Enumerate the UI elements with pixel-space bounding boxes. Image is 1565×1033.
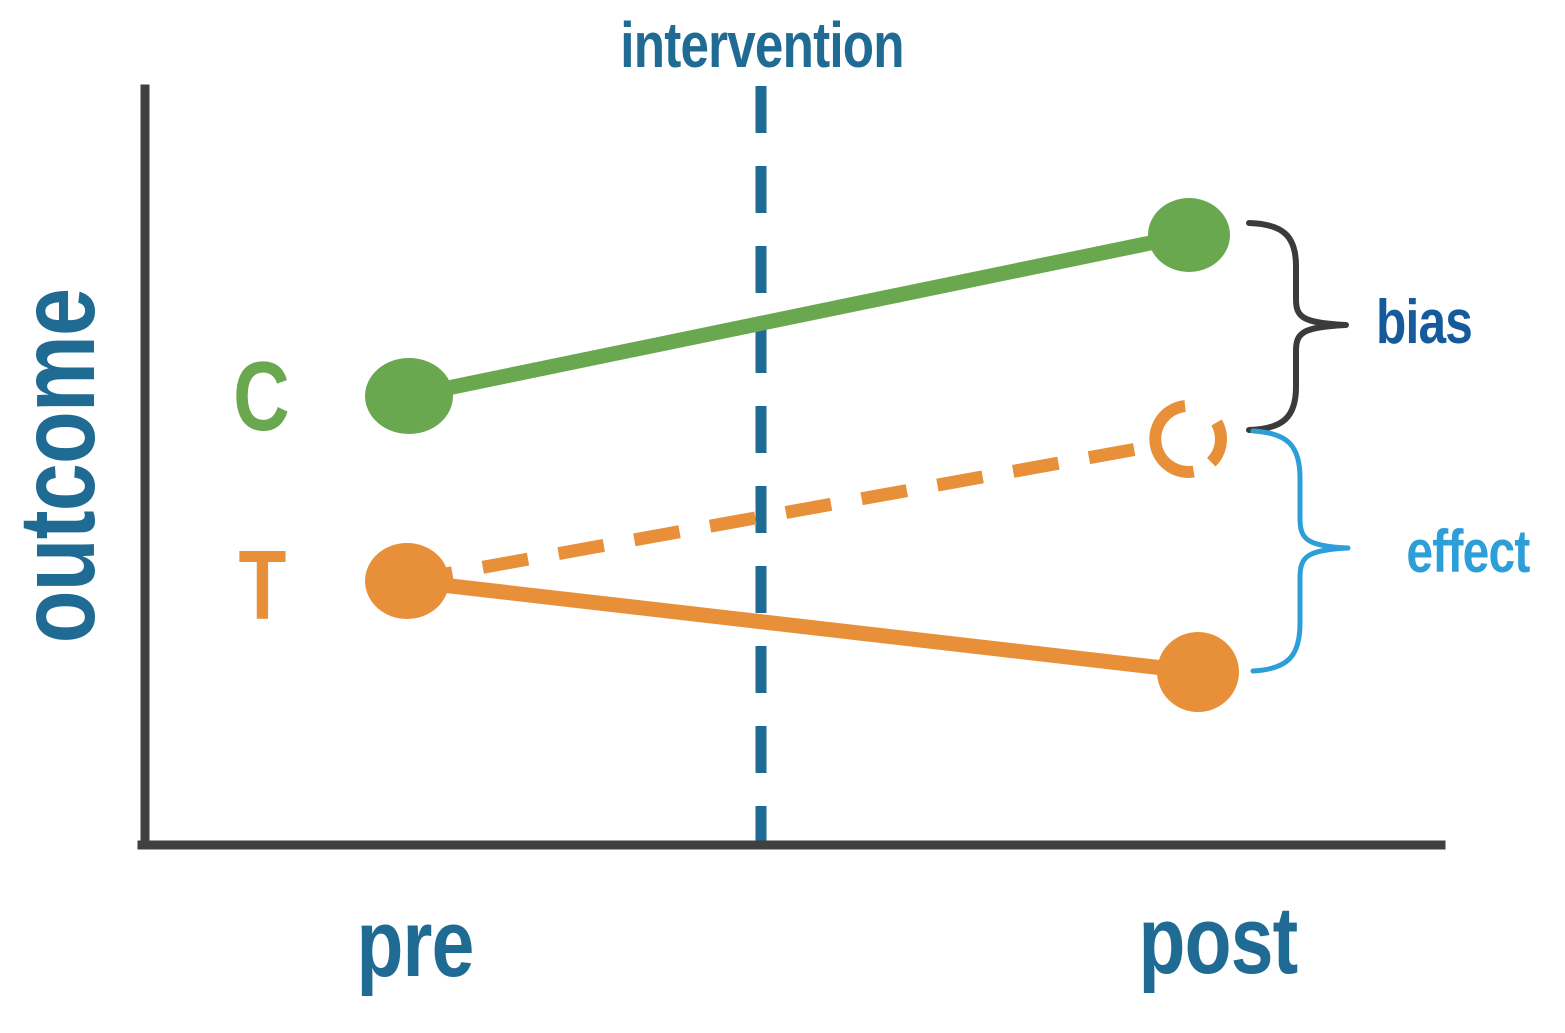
effect-annotation-label: effect <box>1391 522 1545 582</box>
counterfactual-dashed-line <box>405 440 1150 588</box>
treatment-pre-dot <box>365 543 449 619</box>
control-series-label: C <box>226 347 296 445</box>
x-tick-post-text: post <box>1138 887 1299 994</box>
x-tick-pre-text: pre <box>356 890 474 997</box>
control-pre-dot <box>365 358 453 434</box>
counterfactual-arc-right <box>1206 419 1227 467</box>
effect-annotation-text: effect <box>1406 518 1530 585</box>
bias-brace <box>1246 220 1349 433</box>
x-tick-post: post <box>1119 893 1318 989</box>
treatment-series-label-text: T <box>238 530 286 640</box>
counterfactual-dashed-circle <box>1149 400 1227 478</box>
y-axis-label: outcome <box>0 244 117 687</box>
intervention-label-text: intervention <box>620 9 904 81</box>
bias-annotation-text: bias <box>1375 288 1473 357</box>
treatment-line <box>406 573 1199 680</box>
control-post-dot <box>1148 198 1230 272</box>
y-axis-label-text: outcome <box>0 288 117 644</box>
x-tick-pre: pre <box>342 896 488 992</box>
control-line <box>407 227 1191 404</box>
intervention-label: intervention <box>585 13 939 77</box>
control-series-label-text: C <box>233 341 290 451</box>
bias-annotation-label: bias <box>1364 292 1484 354</box>
treatment-post-dot <box>1157 632 1239 712</box>
counterfactual-arc-left <box>1149 400 1195 478</box>
treatment-series-label: T <box>233 536 292 634</box>
effect-brace <box>1250 428 1351 674</box>
